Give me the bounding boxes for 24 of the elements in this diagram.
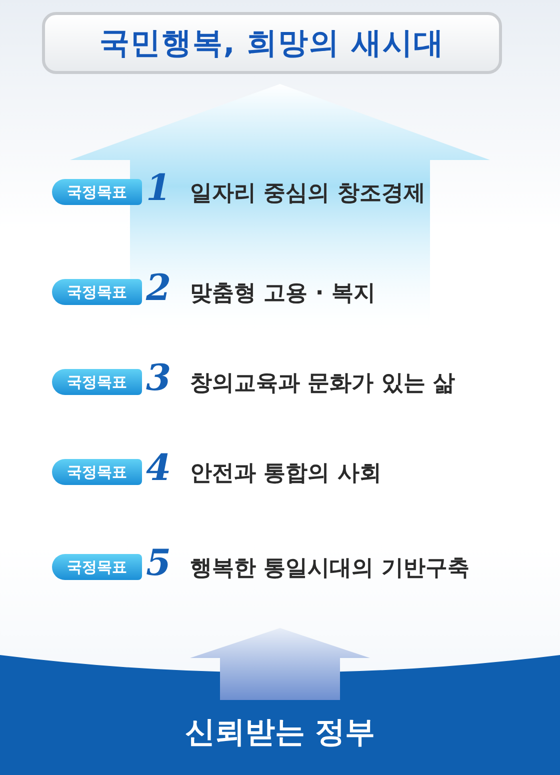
badge-label: 국정목표 — [67, 282, 127, 302]
arrow — [190, 628, 370, 700]
goal-badge — [52, 459, 142, 485]
goal-text: 행복한 통일시대의 기반구축 — [190, 555, 470, 583]
goal-number: 1 — [146, 167, 172, 209]
goal-badge — [52, 554, 142, 580]
title-banner — [42, 12, 502, 74]
goal-badge — [52, 179, 142, 205]
goal-text: 창의교육과 문화가 있는 삶 — [190, 370, 455, 398]
band-text: 신뢰받는 정부 — [184, 714, 376, 752]
goal-badge — [52, 369, 142, 395]
goal-number: 2 — [146, 267, 172, 309]
goal-number: 4 — [146, 447, 172, 489]
goal-badge — [52, 279, 142, 305]
badge-label: 국정목표 — [67, 372, 127, 392]
goal-text: 일자리 중심의 창조경제 — [190, 180, 426, 208]
badge-label: 국정목표 — [67, 558, 127, 576]
goal-text: 맞춤형 고용 · 복지 — [190, 280, 376, 308]
badge-label: 국정목표 — [67, 462, 127, 482]
goal-number: 3 — [146, 357, 172, 399]
title-text: 국민행복, 희망의 새시대 — [99, 24, 445, 62]
goal-text: 안전과 통합의 사회 — [190, 460, 382, 488]
goal-number: 5 — [146, 542, 172, 584]
badge-label: 국정목표 — [67, 182, 127, 202]
